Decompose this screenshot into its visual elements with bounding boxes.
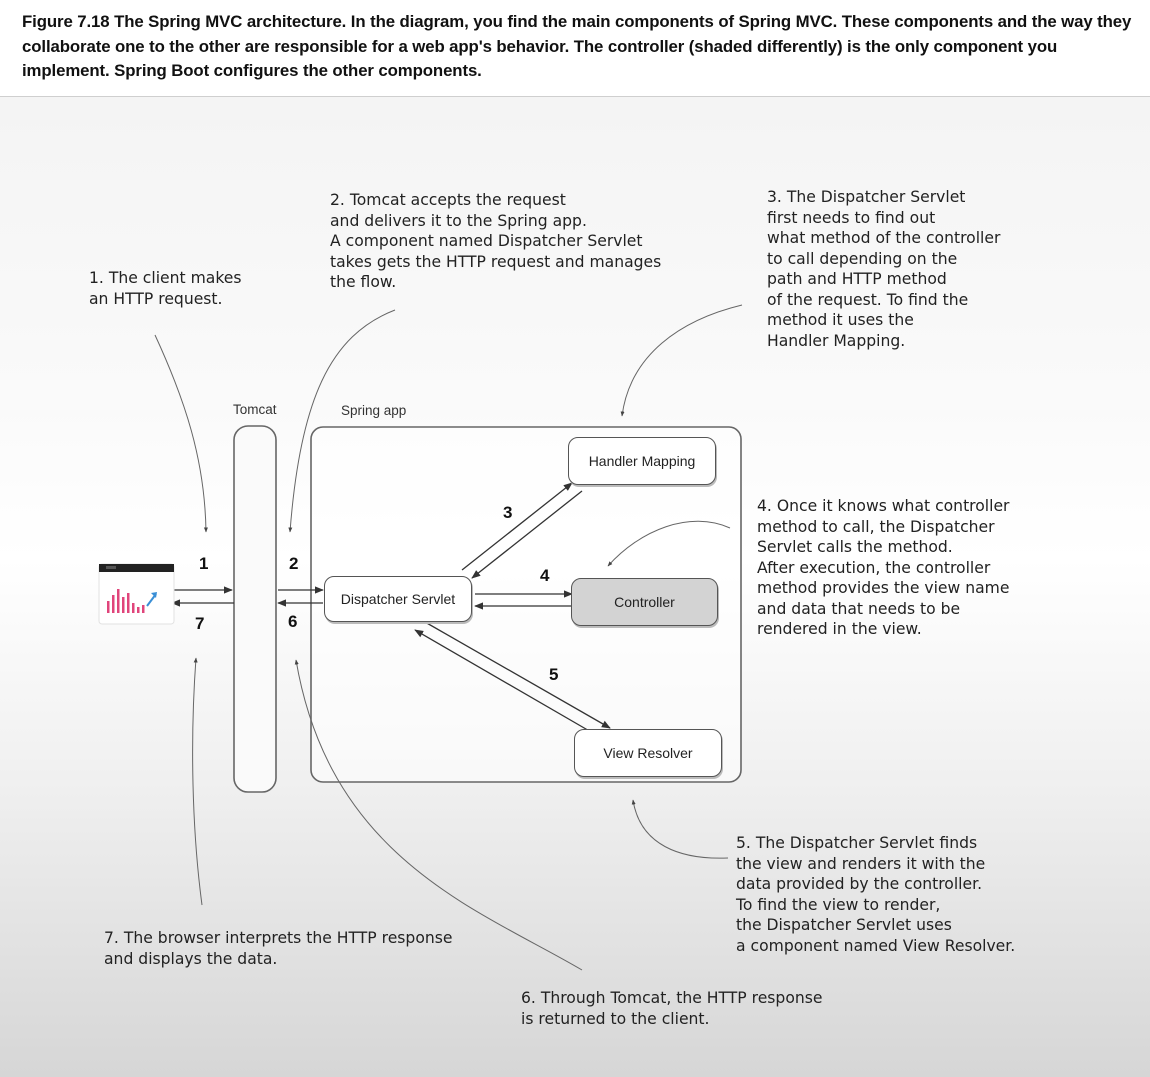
dispatcher-servlet-label: Dispatcher Servlet [340, 591, 456, 607]
note-1: 1. The client makes an HTTP request. [89, 269, 242, 308]
step-6: 6 [288, 612, 298, 631]
note-5: 5. The Dispatcher Servlet finds the view… [736, 834, 1016, 955]
leader-note-1 [154, 334, 208, 533]
note-3: 3. The Dispatcher Servlet first needs to… [767, 188, 1001, 350]
handler-mapping-label: Handler Mapping [588, 453, 696, 469]
note-6: 6. Through Tomcat, the HTTP response is … [521, 989, 823, 1028]
note-7: 7. The browser interprets the HTTP respo… [104, 929, 453, 968]
arrow-5-response [414, 629, 599, 737]
leader-note-6 [294, 659, 583, 971]
leader-note-5 [631, 799, 729, 859]
controller-box: Controller [571, 578, 718, 626]
step-2: 2 [289, 554, 299, 573]
note-4: 4. Once it knows what controller method … [757, 497, 1010, 638]
step-4: 4 [540, 566, 550, 585]
note-2: 2. Tomcat accepts the request and delive… [330, 191, 662, 291]
tomcat-container [233, 425, 277, 793]
step-5: 5 [549, 665, 559, 684]
view-resolver-label: View Resolver [603, 745, 693, 761]
arrow-3-request [461, 482, 573, 571]
leader-note-7 [192, 657, 203, 906]
step-3: 3 [503, 503, 513, 522]
figure-caption: Figure 7.18 The Spring MVC architecture.… [22, 12, 1132, 80]
dispatcher-servlet-box: Dispatcher Servlet [324, 576, 472, 622]
arrow-5-request [424, 621, 611, 729]
caption-divider [0, 96, 1150, 97]
view-resolver-box: View Resolver [574, 729, 722, 777]
leader-note-2 [288, 309, 396, 533]
step-1: 1 [199, 554, 209, 573]
leader-note-3 [620, 304, 743, 417]
spring-app-label: Spring app [341, 403, 407, 418]
browser-icon [98, 563, 175, 625]
leader-note-4 [607, 520, 731, 567]
tomcat-label: Tomcat [233, 402, 277, 417]
arrow-3-response [471, 490, 583, 579]
spring-app-container [310, 426, 742, 783]
handler-mapping-box: Handler Mapping [568, 437, 716, 485]
step-7: 7 [195, 614, 205, 633]
controller-label: Controller [614, 594, 675, 610]
